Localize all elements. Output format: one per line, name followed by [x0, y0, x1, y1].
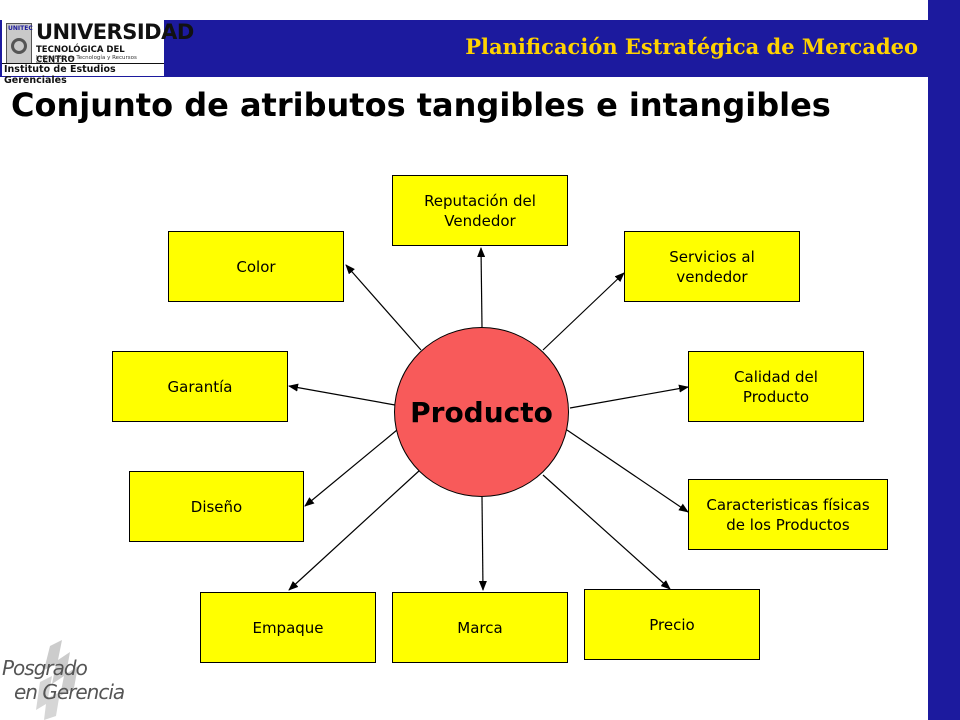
logo-institute: Instituto de Estudios Gerenciales	[2, 63, 164, 86]
arrow-to-color	[345, 264, 422, 351]
arrow-to-caracteristicas	[566, 429, 689, 513]
node-servicios: Servicios al vendedor	[624, 231, 800, 302]
right-brand-bar	[928, 0, 960, 720]
node-garantia: Garantía	[112, 351, 288, 422]
arrow-to-reputacion	[477, 247, 486, 328]
node-diseno: Diseño	[129, 471, 304, 542]
connector-arrows	[288, 247, 689, 591]
logo-title: UNIVERSIDAD	[36, 20, 194, 44]
node-empaque: Empaque	[200, 592, 376, 663]
node-reputacion: Reputación del Vendedor	[392, 175, 568, 246]
gear-icon	[11, 38, 27, 54]
arrow-to-diseno	[304, 429, 398, 507]
university-logo: UNITEC UNIVERSIDAD TECNOLÓGICA DEL CENTR…	[2, 20, 194, 86]
logo-subtitle: TECNOLÓGICA DEL CENTRO	[36, 45, 125, 65]
slide-title: Conjunto de atributos tangibles e intang…	[11, 86, 831, 124]
course-title: Planificación Estratégica de Mercadeo	[465, 34, 918, 59]
node-calidad: Calidad del Producto	[688, 351, 864, 422]
logo-cap-text: UNITEC	[8, 25, 33, 32]
footer-logo-line1: Posgrado	[2, 656, 88, 680]
center-node-producto: Producto	[394, 327, 569, 497]
arrow-to-empaque	[288, 469, 421, 591]
posgrado-logo-icon	[36, 640, 78, 720]
node-caracteristicas: Caracteristicas físicas de los Productos	[688, 479, 888, 550]
arrow-to-calidad	[569, 384, 689, 409]
arrow-to-servicios	[542, 272, 625, 351]
arrow-to-marca	[478, 496, 487, 591]
arrow-to-garantia	[288, 383, 396, 406]
node-color: Color	[168, 231, 344, 302]
node-marca: Marca	[392, 592, 568, 663]
footer-logo-line2: en Gerencia	[14, 680, 125, 704]
arrow-to-precio	[542, 474, 671, 590]
node-precio: Precio	[584, 589, 760, 660]
